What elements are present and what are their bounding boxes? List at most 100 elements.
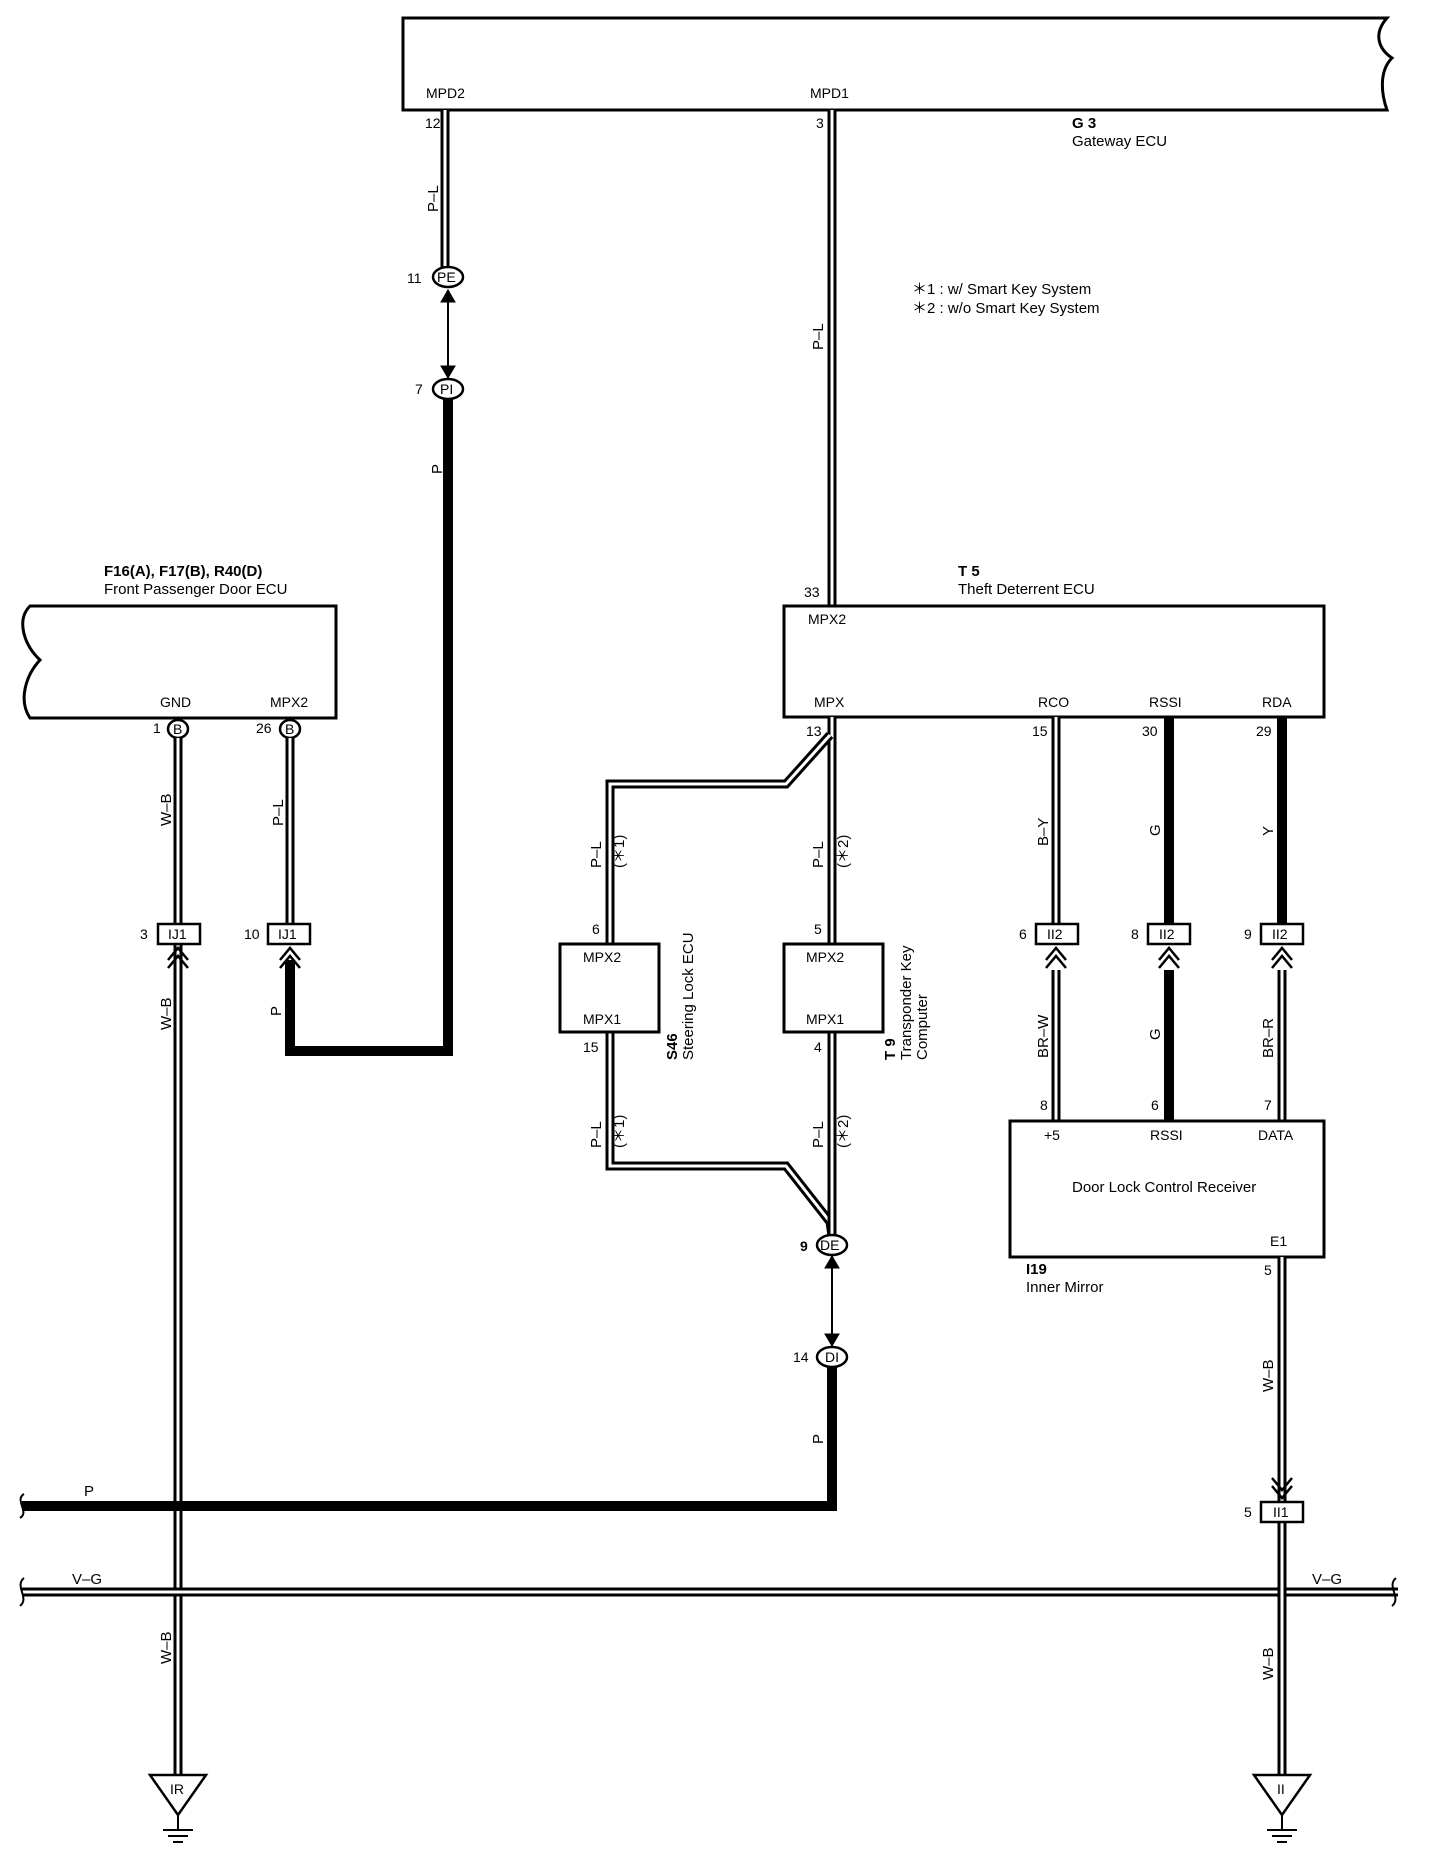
theft-rco-label: RCO: [1038, 694, 1069, 710]
transponder-name-2: Computer: [914, 994, 931, 1060]
wire-label-g-bot: G: [1147, 1028, 1164, 1040]
front-gnd-pin: 1: [153, 720, 161, 736]
connector-de-name: DE: [820, 1237, 839, 1253]
receiver-e1-label: E1: [1270, 1233, 1287, 1249]
wire-label-wb-right-1: W–B: [1260, 1359, 1277, 1392]
steering-lock-ecu: MPX2 MPX1 6 15 S46 Steering Lock ECU: [558, 921, 697, 1060]
ii2-6-pin: 6: [1019, 926, 1027, 942]
wire-label-pi: P: [429, 464, 446, 474]
front-gnd-conn: B: [173, 721, 182, 737]
front-passenger-door-ecu: F16(A), F17(B), R40(D) Front Passenger D…: [21, 563, 338, 720]
connector-ii2-6: II2 6: [1019, 922, 1080, 969]
theft-mpx2-label: MPX2: [808, 611, 846, 627]
wire-label-star1-bot: (＊1): [611, 1115, 628, 1148]
wire-label-g-top: G: [1147, 824, 1164, 836]
gateway-mpd1-label: MPD1: [810, 85, 849, 101]
connector-de-pin: 9: [800, 1238, 808, 1254]
wire-label-brr: BR–R: [1260, 1018, 1277, 1058]
ij1-10-pin: 10: [244, 926, 260, 942]
ground-ii: II: [1251, 1773, 1313, 1843]
door-lock-control-receiver: 8 6 7 +5 RSSI DATA Door Lock Control Rec…: [1008, 1097, 1326, 1296]
wire-label-pl-trans-top: P–L: [810, 841, 827, 868]
gateway-code: G 3: [1072, 115, 1096, 132]
theft-rssi-pin: 30: [1142, 723, 1158, 739]
note-1: ＊1 : w/ Smart Key System: [912, 281, 1091, 298]
wire-label-brw: BR–W: [1035, 1014, 1052, 1058]
wire-label-mpd2: P–L: [425, 185, 442, 212]
steering-mpx2-label: MPX2: [583, 949, 621, 965]
front-door-mpx2-label: MPX2: [270, 694, 308, 710]
theft-deterrent-ecu: T 5 Theft Deterrent ECU 33 MPX2 MPX RCO …: [782, 563, 1326, 739]
receiver-code: I19: [1026, 1261, 1047, 1278]
theft-name: Theft Deterrent ECU: [958, 581, 1095, 598]
wire-label-vg-right: V–G: [1312, 1571, 1342, 1588]
ij1-10-name: IJ1: [278, 926, 297, 942]
receiver-p5-label: +5: [1044, 1127, 1060, 1143]
ground-ii-label: II: [1277, 1781, 1285, 1797]
connector-pi-name: PI: [440, 381, 453, 397]
wire-label-mpd1: P–L: [810, 323, 827, 350]
connector-pi: PI 7: [415, 377, 465, 401]
receiver-rssi-label: RSSI: [1150, 1127, 1183, 1143]
ii2-8-name: II2: [1159, 926, 1175, 942]
wire-label-p-di: P: [810, 1434, 827, 1444]
connector-pe-name: PE: [437, 269, 456, 285]
ii2-9-name: II2: [1272, 926, 1288, 942]
wire-label-p-ij1: P: [268, 1006, 285, 1016]
receiver-p5-pin: 8: [1040, 1097, 1048, 1113]
ii2-9-pin: 9: [1244, 926, 1252, 942]
ij1-3-name: IJ1: [168, 926, 187, 942]
front-mpx2-pin: 26: [256, 720, 272, 736]
gateway-pin-12: 12: [425, 115, 441, 131]
wire-label-wb-1: W–B: [158, 793, 175, 826]
connector-ii1: II1 5: [1244, 1500, 1305, 1524]
receiver-e1-pin: 5: [1264, 1262, 1272, 1278]
front-door-gnd-label: GND: [160, 694, 191, 710]
wire-label-y: Y: [1260, 826, 1277, 836]
transponder-mpx1-label: MPX1: [806, 1011, 844, 1027]
connector-pe: PE 11: [407, 265, 465, 289]
receiver-data-pin: 7: [1264, 1097, 1272, 1113]
steering-name: Steering Lock ECU: [680, 932, 697, 1060]
wire-label-wb-right-2: W–B: [1260, 1647, 1277, 1680]
steering-mpx2-pin: 6: [592, 921, 600, 937]
ii2-6-name: II2: [1047, 926, 1063, 942]
connector-di-name: DI: [825, 1349, 839, 1365]
wire-label-star1-top: (＊1): [611, 835, 628, 868]
transponder-mpx2-label: MPX2: [806, 949, 844, 965]
receiver-data-label: DATA: [1258, 1127, 1294, 1143]
receiver-name: Inner Mirror: [1026, 1279, 1104, 1296]
ii1-name: II1: [1273, 1504, 1289, 1520]
link-de-di: [824, 1255, 840, 1347]
wire-p-di-bus: [22, 1367, 837, 1511]
theft-rda-label: RDA: [1262, 694, 1292, 710]
ground-ir-label: IR: [170, 1781, 184, 1797]
receiver-rssi-pin: 6: [1151, 1097, 1159, 1113]
gateway-mpd2-label: MPD2: [426, 85, 465, 101]
wire-label-by: B–Y: [1035, 818, 1052, 846]
gateway-name: Gateway ECU: [1072, 133, 1167, 150]
bus-vg: [19, 1577, 1398, 1607]
transponder-code: T 9: [882, 1038, 899, 1060]
transponder-key-computer: MPX2 MPX1 5 4 T 9 Transponder Key Comput…: [782, 921, 931, 1060]
connector-di-pin: 14: [793, 1349, 809, 1365]
connector-di: DI 14: [793, 1345, 849, 1369]
wire-label-wb-3: W–B: [158, 1631, 175, 1664]
theft-mpx-pin: 13: [806, 723, 822, 739]
wire-label-wb-2: W–B: [158, 997, 175, 1030]
connector-ij1-10: IJ1 10: [244, 922, 312, 969]
ground-ir: IR: [147, 1773, 209, 1843]
wire-p-pi-ij1: [285, 399, 453, 1056]
theft-mpx2-pin: 33: [804, 584, 820, 600]
ii2-8-pin: 8: [1131, 926, 1139, 942]
wire-label-pl-steer-top: P–L: [588, 841, 605, 868]
link-pe-pi: [440, 289, 456, 379]
connector-ij1-3: IJ1 3: [140, 922, 202, 969]
wire-label-vg-left: V–G: [72, 1571, 102, 1588]
connector-pe-pin: 11: [407, 270, 422, 286]
wire-label-pl-steer-bot: P–L: [588, 1121, 605, 1148]
theft-mpx-label: MPX: [814, 694, 845, 710]
steering-code: S46: [664, 1033, 681, 1060]
wire-wb-right: [1271, 1257, 1293, 1775]
